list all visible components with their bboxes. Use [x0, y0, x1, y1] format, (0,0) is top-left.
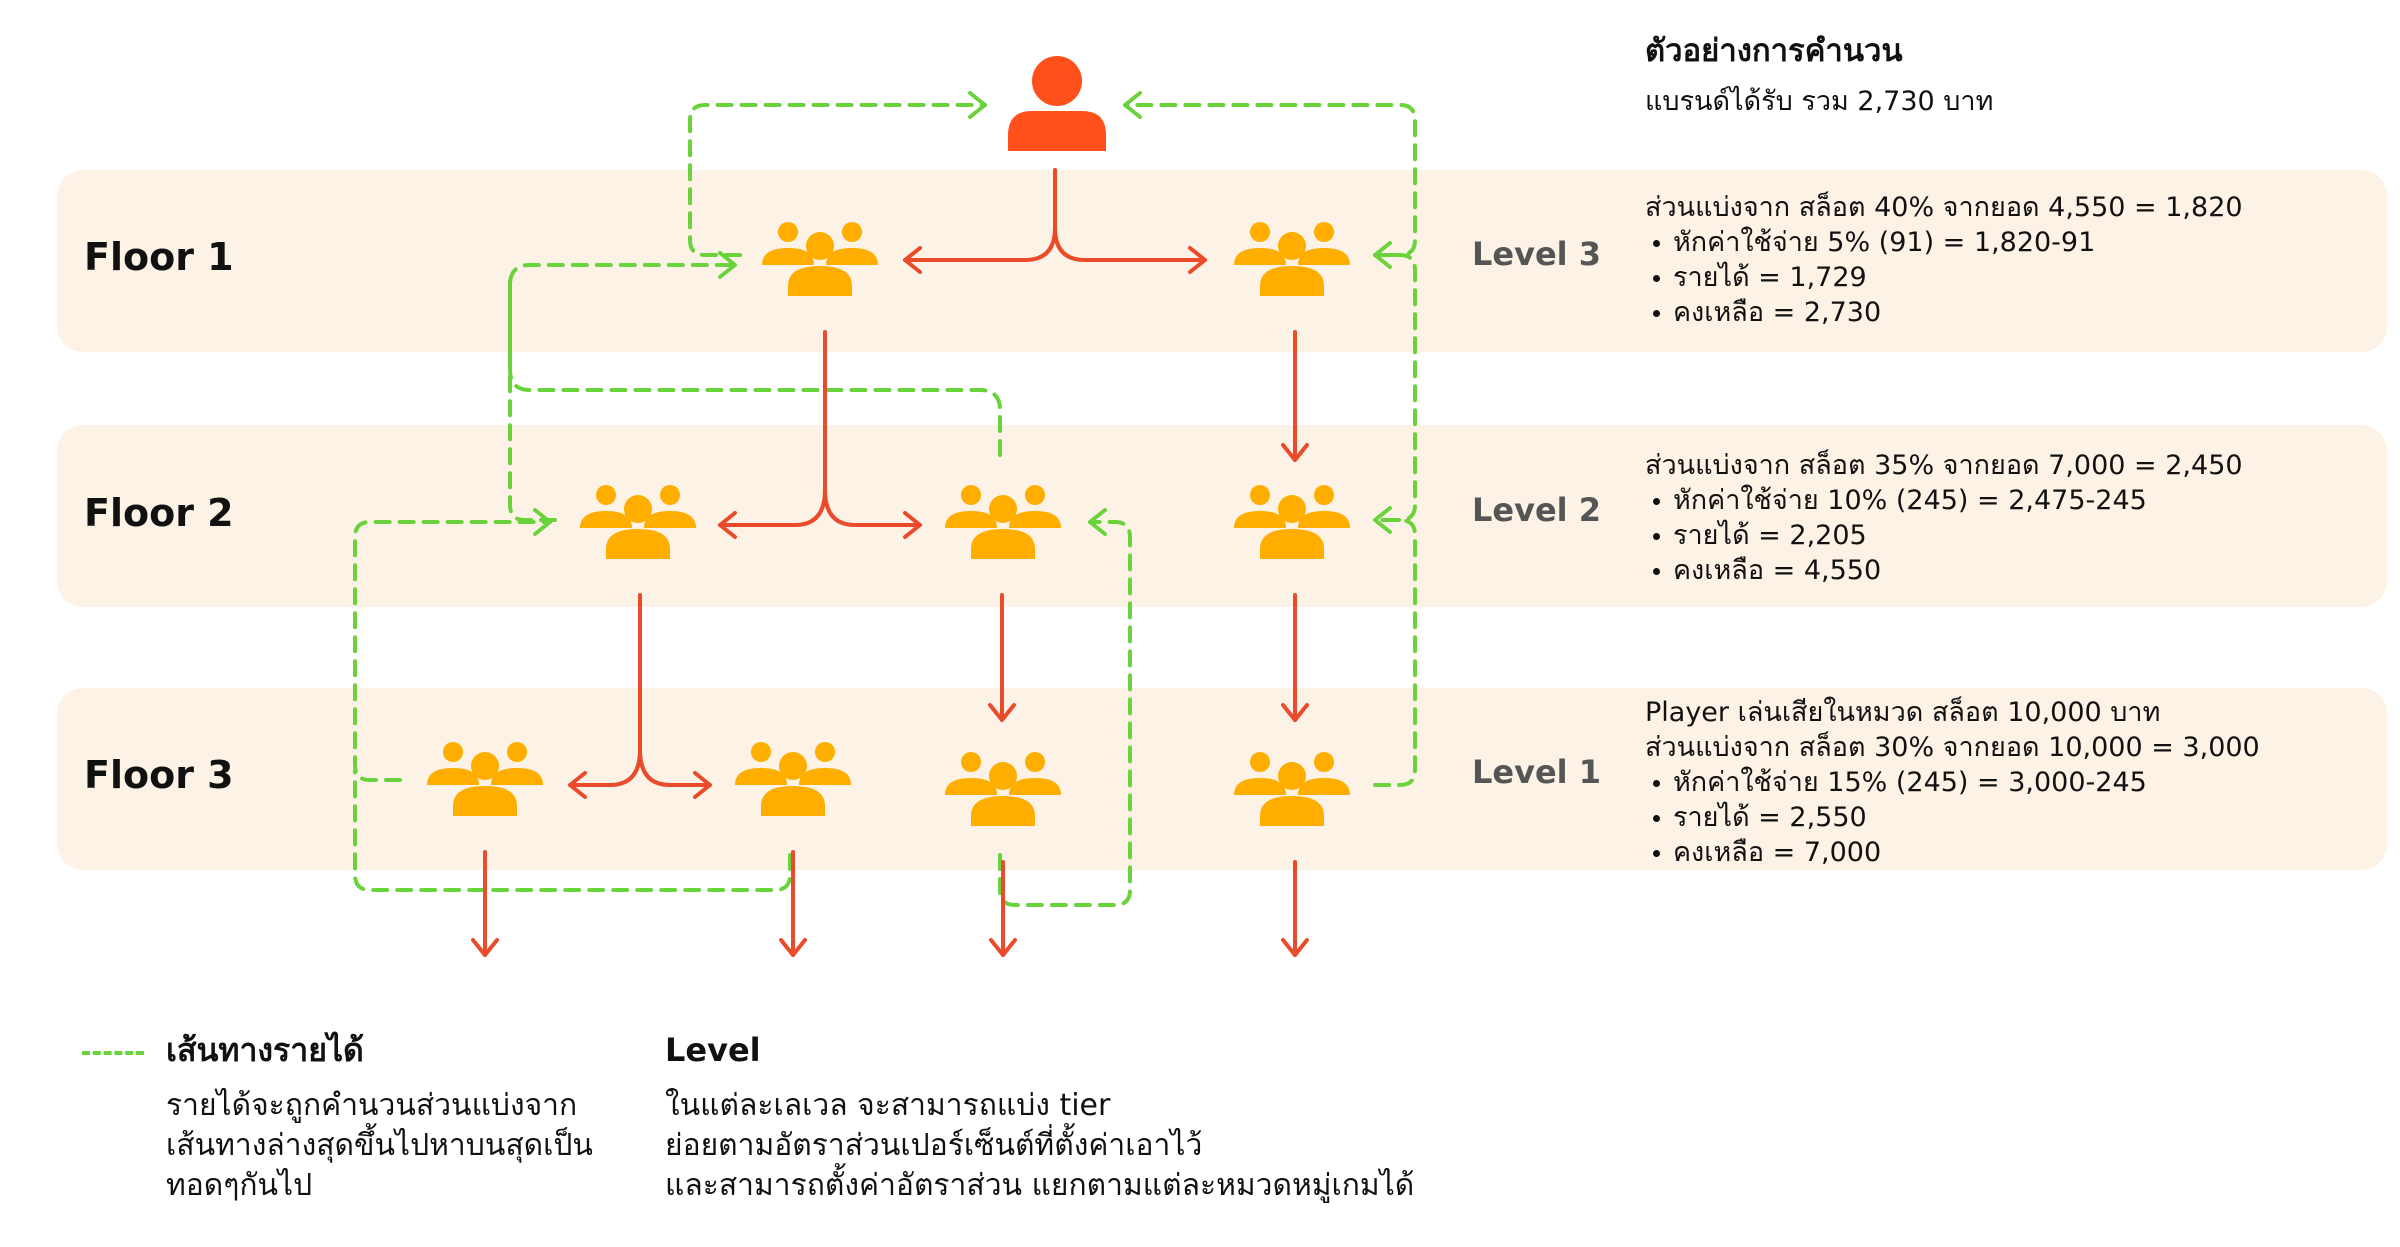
group-icon [1234, 222, 1350, 296]
share-line: ส่วนแบ่งจาก สล็อต 40% จากยอด 4,550 = 1,8… [1645, 192, 2243, 223]
example-title: ตัวอย่างการคำนวน [1645, 33, 1903, 69]
group-icon [1234, 485, 1350, 559]
flow-arrows [471, 168, 1309, 957]
revenue-path-swatch [82, 1051, 144, 1055]
group-icon [735, 742, 851, 816]
remaining-item: คงเหลือ = 4,550 [1653, 553, 2243, 588]
level-1-label: Level 1 [1472, 753, 1602, 791]
floor-2-label: Floor 2 [84, 491, 234, 535]
calculation-bullets: หักค่าใช้จ่าย 15% (245) = 3,000-245 รายไ… [1645, 765, 2260, 870]
remaining-item: คงเหลือ = 2,730 [1653, 295, 2243, 330]
share-line: ส่วนแบ่งจาก สล็อต 30% จากยอด 10,000 = 3,… [1645, 732, 2260, 763]
revenue-path-arrowheads [533, 91, 1392, 536]
player-loss-line: Player เล่นเสียในหมวด สล็อต 10,000 บาท [1645, 697, 2161, 728]
example-subtitle: แบรนด์ได้รับ รวม 2,730 บาท [1645, 86, 1994, 117]
calculation-bullets: หักค่าใช้จ่าย 5% (91) = 1,820-91 รายได้ … [1645, 225, 2243, 330]
group-icon [762, 222, 878, 296]
level-legend-text: ในแต่ละเลเวล จะสามารถแบ่ง tier ย่อยตามอั… [665, 1088, 1415, 1203]
level-1-calculation: Player เล่นเสียในหมวด สล็อต 10,000 บาท ส… [1645, 695, 2260, 870]
revenue-path-legend-text: รายได้จะถูกคำนวนส่วนแบ่งจาก เส้นทางล่างส… [166, 1088, 593, 1203]
deduction-item: หักค่าใช้จ่าย 5% (91) = 1,820-91 [1653, 225, 2243, 260]
floor-1-label: Floor 1 [84, 235, 234, 279]
level-legend-title: Level [665, 1031, 761, 1069]
level-2-calculation: ส่วนแบ่งจาก สล็อต 35% จากยอด 7,000 = 2,4… [1645, 448, 2243, 588]
group-icon [580, 485, 696, 559]
income-item: รายได้ = 2,205 [1653, 518, 2243, 553]
income-item: รายได้ = 2,550 [1653, 800, 2260, 835]
group-icon [945, 752, 1061, 826]
floor-1-band [57, 170, 2387, 352]
level-3-calculation: ส่วนแบ่งจาก สล็อต 40% จากยอด 4,550 = 1,8… [1645, 190, 2243, 330]
income-item: รายได้ = 1,729 [1653, 260, 2243, 295]
remaining-item: คงเหลือ = 7,000 [1653, 835, 2260, 870]
calculation-bullets: หักค่าใช้จ่าย 10% (245) = 2,475-245 รายไ… [1645, 483, 2243, 588]
floor-3-label: Floor 3 [84, 753, 234, 797]
level-3-label: Level 3 [1472, 235, 1602, 273]
level-2-label: Level 2 [1472, 491, 1602, 529]
player-icon [1008, 56, 1106, 151]
deduction-item: หักค่าใช้จ่าย 10% (245) = 2,475-245 [1653, 483, 2243, 518]
revenue-path-legend-title: เส้นทางรายได้ [166, 1031, 364, 1069]
group-icon [945, 485, 1061, 559]
share-line: ส่วนแบ่งจาก สล็อต 35% จากยอด 7,000 = 2,4… [1645, 450, 2243, 481]
group-icon [1234, 752, 1350, 826]
deduction-item: หักค่าใช้จ่าย 15% (245) = 3,000-245 [1653, 765, 2260, 800]
revenue-path-lines [353, 103, 1417, 907]
group-icon [427, 742, 543, 816]
floor-2-band [57, 425, 2387, 607]
